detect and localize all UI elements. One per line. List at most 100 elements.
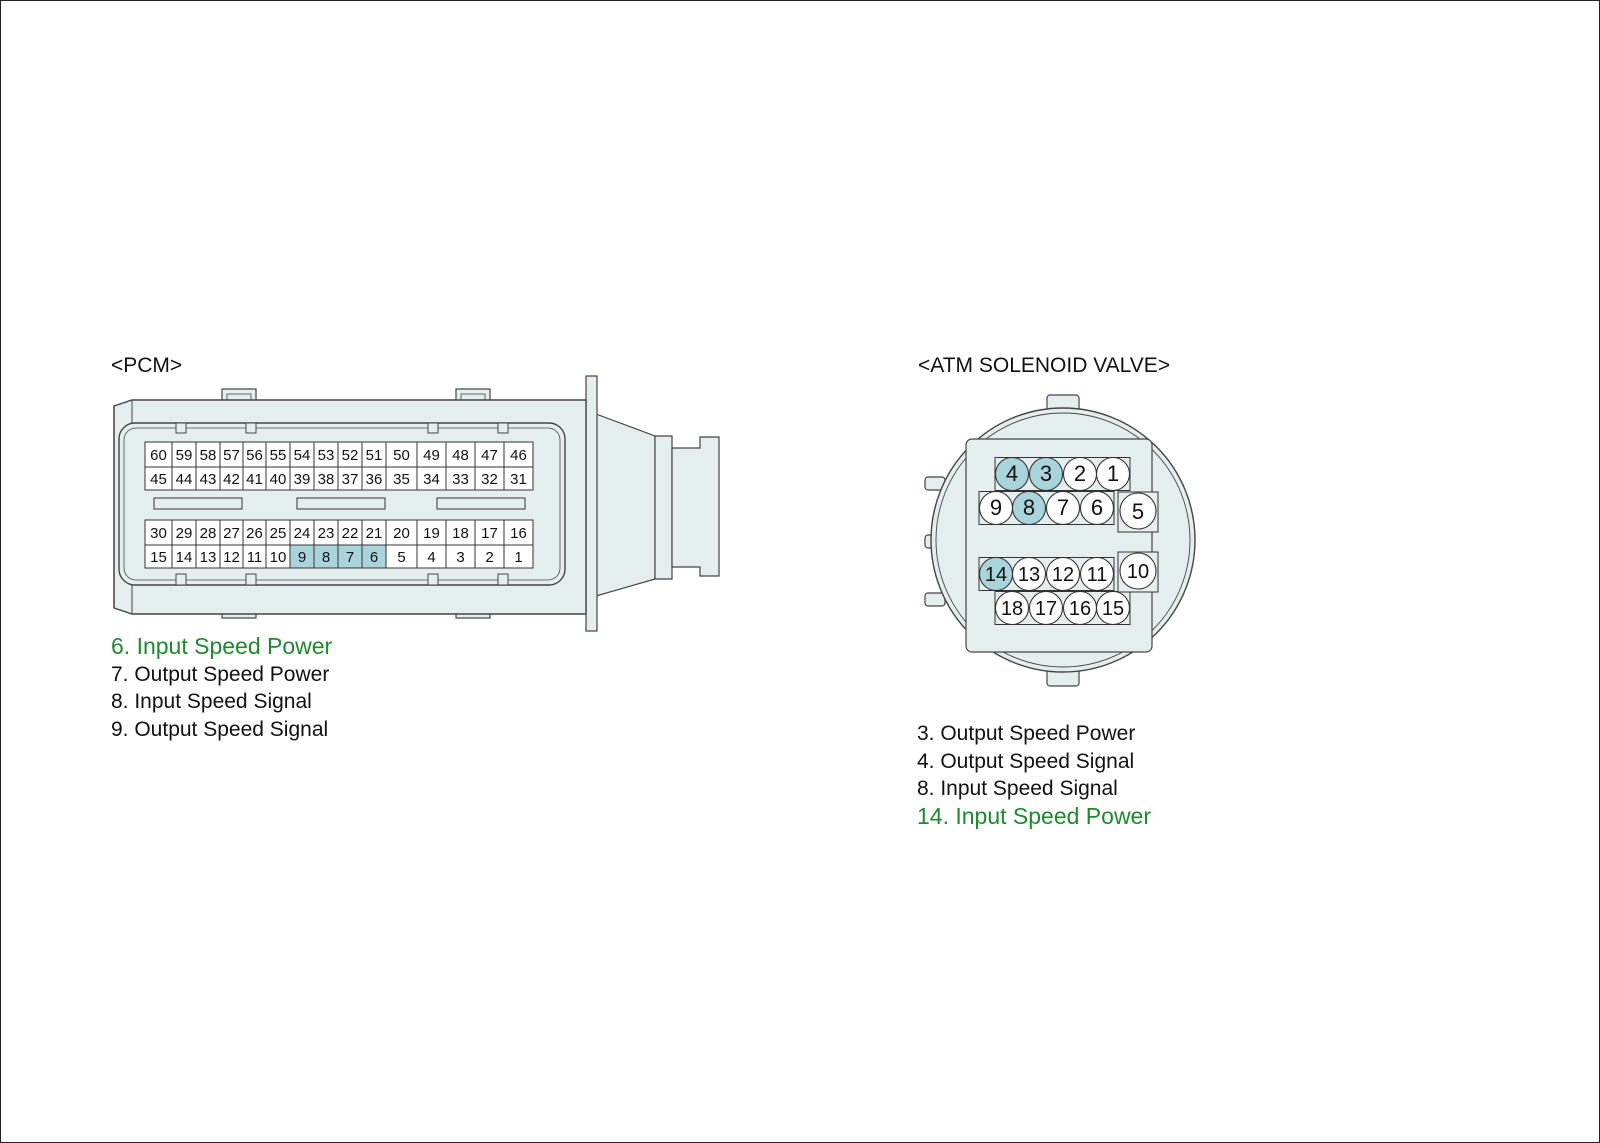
pcm-pin-number: 19 [423, 525, 440, 542]
pcm-pin-legend: 6. Input Speed Power 7. Output Speed Pow… [111, 633, 332, 743]
pcm-pin-number: 34 [423, 471, 440, 488]
pcm-pin-number: 46 [510, 447, 527, 464]
atm-pin-number: 4 [1006, 461, 1018, 486]
pcm-pin-cell [416, 519, 447, 546]
pcm-pin-number: 17 [481, 525, 498, 542]
pcm-pin-cell [503, 441, 534, 468]
atm-pin [1095, 590, 1131, 626]
pcm-pin-number: 21 [366, 525, 383, 542]
pcm-pin-number: 24 [294, 525, 311, 542]
pcm-pin-cell [265, 441, 291, 468]
pcm-pin-number: 33 [452, 471, 469, 488]
pcm-pin-cell [337, 519, 363, 546]
pcm-pin-number: 50 [393, 447, 410, 464]
pcm-pin-number: 2 [485, 549, 493, 566]
atm-pin-number: 17 [1035, 598, 1057, 620]
atm-pin [1079, 556, 1115, 592]
atm-pin [1011, 490, 1047, 526]
pcm-pin-number: 38 [318, 471, 335, 488]
atm-pin-number: 2 [1074, 461, 1086, 486]
atm-side-tab [924, 592, 946, 607]
pcm-pin-number: 52 [342, 447, 359, 464]
pcm-pin-cell [445, 441, 476, 468]
pcm-legend-item: 6. Input Speed Power [111, 633, 333, 659]
pcm-legend-item: 7. Output Speed Power [111, 662, 330, 686]
atm-pin-legend: 3. Output Speed Power 4. Output Speed Si… [917, 720, 1151, 830]
atm-pin [994, 590, 1030, 626]
pcm-pin-number: 45 [150, 471, 167, 488]
pcm-rear-housing [595, 413, 656, 597]
pcm-pin-number: 13 [200, 549, 217, 566]
pcm-pin-number: 60 [150, 447, 167, 464]
pcm-pin-cell [385, 441, 418, 468]
pcm-pin-cell [195, 519, 221, 546]
pcm-pin-number: 42 [223, 471, 240, 488]
pcm-pin-number: 3 [456, 549, 464, 566]
pcm-pin-number: 54 [294, 447, 311, 464]
pcm-pin-number: 35 [393, 471, 410, 488]
pcm-pin-number: 22 [342, 525, 359, 542]
pcm-divider-bar [436, 497, 526, 510]
pcm-pin-number: 31 [510, 471, 527, 488]
pcm-key-slot [427, 573, 439, 586]
atm-legend-item: 8. Input Speed Signal [917, 777, 1118, 800]
pcm-pin-number: 48 [452, 447, 469, 464]
pcm-pin-number: 40 [270, 471, 287, 488]
pcm-pin-number: 6 [370, 549, 378, 566]
pcm-flange [585, 375, 598, 632]
pcm-pin-number: 39 [294, 471, 311, 488]
pcm-pin-number: 18 [452, 525, 469, 542]
pcm-pin-number: 47 [481, 447, 498, 464]
pcm-pin-number: 59 [176, 447, 193, 464]
pcm-pin-number: 14 [176, 549, 193, 566]
atm-pin-number: 18 [1001, 598, 1023, 620]
pcm-pin-cell [474, 441, 505, 468]
pcm-key-slot [175, 573, 187, 586]
pcm-pin-number: 25 [270, 525, 287, 542]
pcm-pin-number: 30 [150, 525, 167, 542]
atm-pin-number: 12 [1052, 564, 1074, 586]
atm-pin [1119, 552, 1157, 590]
atm-pin [1119, 492, 1157, 530]
atm-pin-number: 16 [1069, 598, 1091, 620]
pcm-pin-number: 4 [427, 549, 435, 566]
pcm-pin-cell [474, 519, 505, 546]
pcm-pin-number: 32 [481, 471, 498, 488]
pcm-pin-cell [313, 519, 339, 546]
pcm-key-slot [175, 422, 187, 434]
pcm-key-slot [245, 422, 257, 434]
atm-pin [1079, 490, 1115, 526]
pcm-pin-number: 53 [318, 447, 335, 464]
atm-pin [994, 456, 1030, 492]
pcm-legend-item: 8. Input Speed Signal [111, 690, 312, 713]
atm-pin-number: 5 [1132, 499, 1144, 524]
pcm-pin-cell [503, 544, 534, 569]
pcm-pin-number: 37 [342, 471, 359, 488]
pcm-pin-number: 41 [246, 471, 263, 488]
pcm-key-slot [245, 573, 257, 586]
pcm-inner-face-rim [123, 427, 561, 581]
pcm-pin-number: 43 [200, 471, 217, 488]
atm-pin-number: 13 [1018, 564, 1040, 586]
atm-pin [1045, 490, 1081, 526]
pcm-pin-cell [503, 466, 534, 491]
pcm-pin-number: 51 [366, 447, 383, 464]
pcm-pin-number: 56 [246, 447, 263, 464]
atm-pin [1095, 456, 1131, 492]
pcm-pin-number: 1 [514, 549, 522, 566]
pcm-divider-bar [296, 497, 386, 510]
pcm-pin-cell [361, 519, 387, 546]
pcm-pin-number: 10 [270, 549, 287, 566]
atm-pin-number: 15 [1102, 598, 1124, 620]
atm-pin-number: 14 [985, 564, 1007, 586]
atm-pin-number: 11 [1087, 564, 1108, 586]
atm-pin-number: 6 [1091, 495, 1103, 520]
atm-pin-number: 9 [990, 495, 1002, 520]
pcm-pin-cell [503, 519, 534, 546]
pcm-pin-number: 5 [397, 549, 405, 566]
pcm-pin-number: 26 [246, 525, 263, 542]
atm-legend-item: 4. Output Speed Signal [917, 749, 1135, 773]
